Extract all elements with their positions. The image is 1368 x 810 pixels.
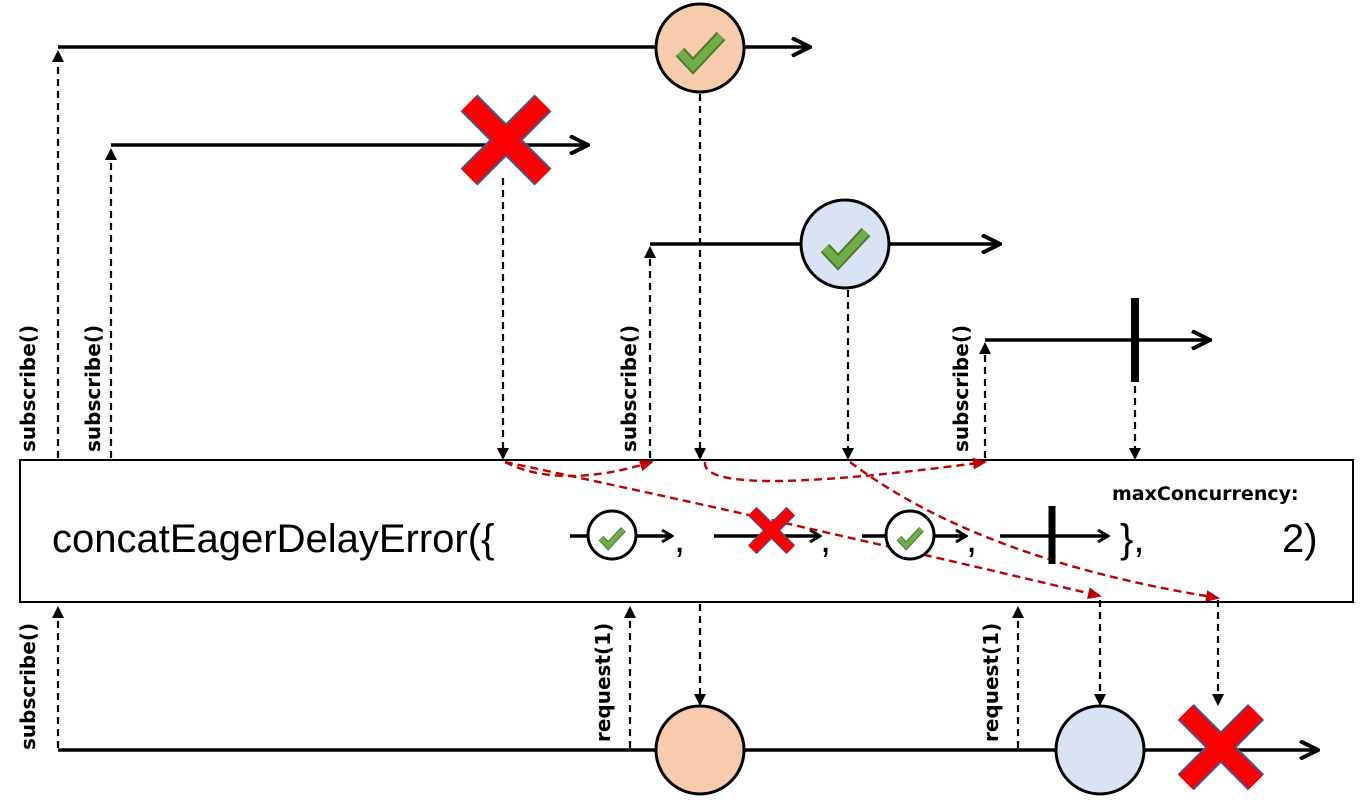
emission-arrows (497, 94, 1141, 460)
inline-source-2 (714, 511, 820, 549)
subscribe-label-4: subscribe() (949, 325, 973, 452)
error-x-icon (1186, 712, 1256, 782)
error-x-icon (469, 103, 543, 177)
separator-3: , (966, 517, 977, 561)
source-1-item (654, 2, 746, 94)
max-concurrency-label: maxConcurrency: (1112, 483, 1299, 505)
internal-red-arrows (504, 457, 1220, 603)
request-label-2: request(1) (979, 623, 1003, 742)
subscribe-label-1: subscribe() (16, 325, 40, 452)
subscribe-label-output: subscribe() (16, 623, 40, 750)
separator-1: , (674, 517, 685, 561)
max-concurrency-value: 2) (1282, 517, 1318, 561)
output-item-orange (654, 704, 746, 796)
request-label-1: request(1) (591, 623, 615, 742)
source-3-item (799, 198, 891, 290)
subscribe-label-3: subscribe() (617, 325, 641, 452)
inline-source-1 (570, 509, 672, 561)
inline-source-4 (1000, 506, 1108, 564)
separator-2: , (820, 517, 831, 561)
inline-source-3 (862, 509, 966, 561)
operator-close: }, (1120, 517, 1144, 561)
output-arrows (52, 600, 1224, 748)
source-4-timeline (985, 298, 1210, 382)
subscribe-label-2: subscribe() (81, 325, 105, 452)
operator-name: concatEagerDelayError({ (52, 517, 494, 561)
subscribe-arrows (52, 50, 991, 458)
output-item-blue (1054, 704, 1146, 796)
operator-box (19, 459, 1354, 603)
